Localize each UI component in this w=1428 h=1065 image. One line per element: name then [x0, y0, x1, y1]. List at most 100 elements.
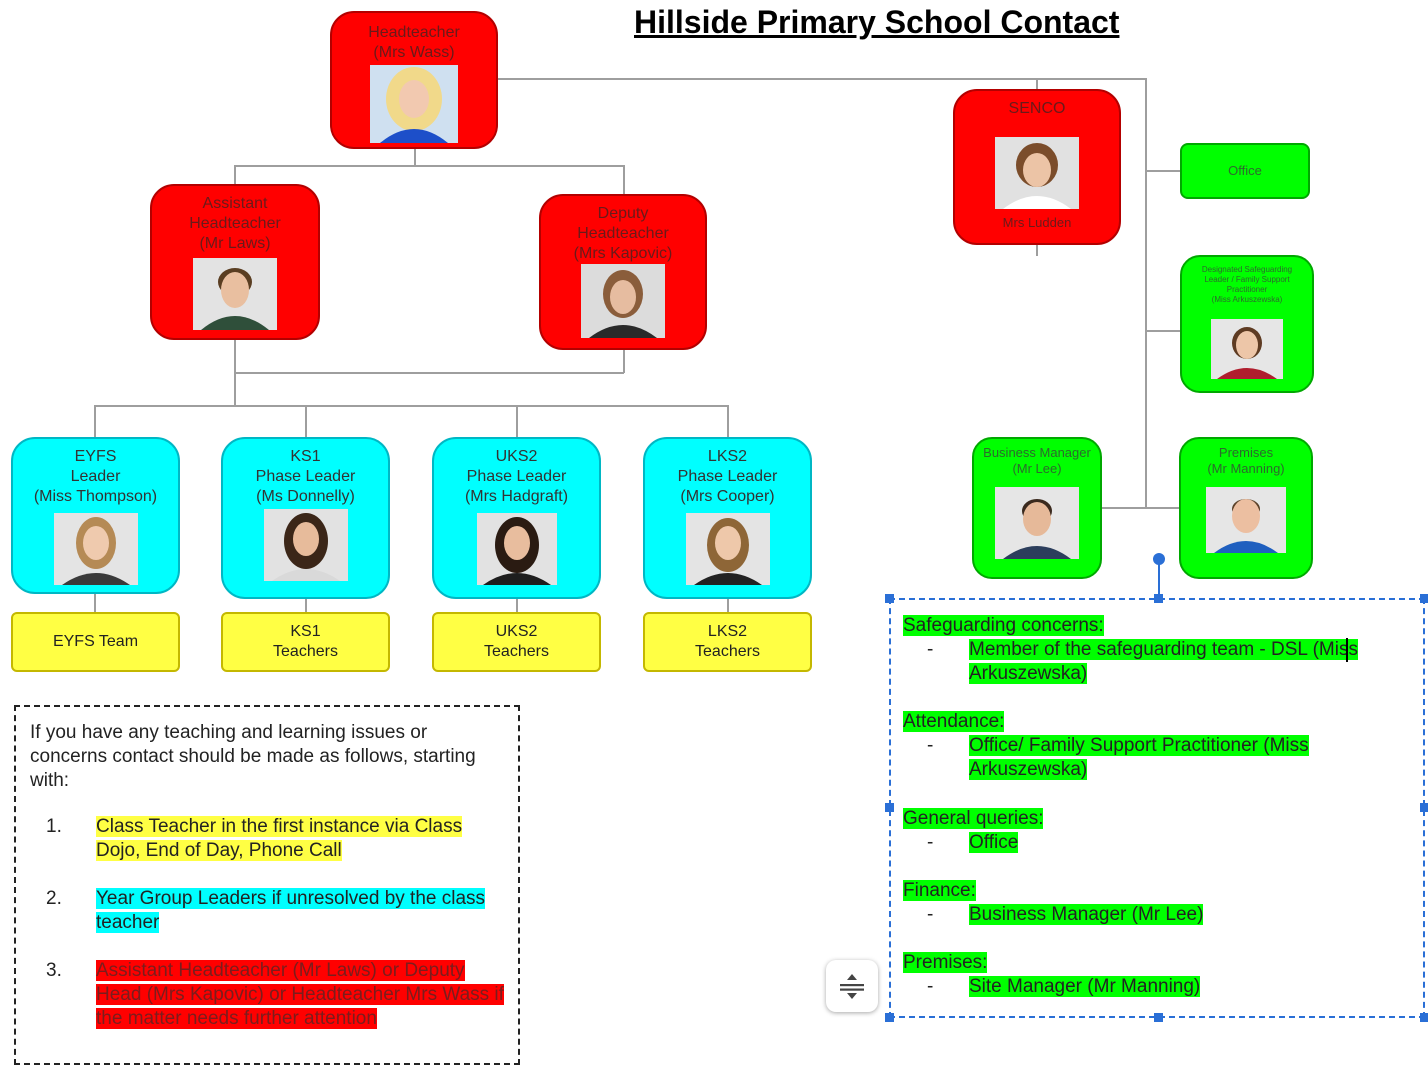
eyfs-leader-node[interactable]: EYFS Leader (Miss Thompson) — [11, 437, 180, 594]
node-label: UKS2 Teachers — [484, 623, 549, 660]
lks2-teachers-node[interactable]: LKS2 Teachers — [643, 612, 812, 672]
uks2-leader-node[interactable]: UKS2 Phase Leader (Mrs Hadgraft) — [432, 437, 601, 599]
step-number: 3. — [46, 960, 62, 981]
bullet-dash: - — [927, 832, 934, 853]
node-label: EYFS Team — [52, 633, 139, 650]
text-cursor — [1346, 638, 1348, 662]
node-label: LKS2 Phase Leader (Mrs Cooper) — [677, 448, 778, 505]
node-label: Headteacher (Mrs Wass) — [368, 24, 460, 61]
contact-heading: Safeguarding concerns: — [903, 615, 1104, 636]
portrait-photo — [476, 513, 557, 585]
contact-heading: General queries: — [903, 808, 1044, 829]
contact-text: Business Manager (Mr Lee) — [969, 904, 1204, 925]
bullet-dash: - — [927, 976, 934, 997]
connector — [497, 78, 1146, 80]
escalation-step: 1. Class Teacher in the first instance v… — [30, 815, 504, 863]
assistant-headteacher-node[interactable]: Assistant Headteacher (Mr Laws) — [150, 184, 320, 340]
bullet-dash: - — [927, 735, 934, 756]
step-number: 2. — [46, 888, 62, 909]
contact-item: - Office — [903, 831, 1399, 855]
portrait-photo — [370, 65, 458, 143]
contact-text: Office/ Family Support Practitioner (Mis… — [969, 735, 1309, 780]
contact-item: - Site Manager (Mr Manning) — [903, 975, 1399, 999]
contact-heading: Premises: — [903, 952, 988, 973]
uks2-teachers-node[interactable]: UKS2 Teachers — [432, 612, 601, 672]
contact-heading: Attendance: — [903, 711, 1005, 732]
connector — [516, 405, 518, 437]
office-node[interactable]: Office — [1180, 143, 1310, 199]
node-label: Designated Safeguarding Leader / Family … — [1201, 265, 1293, 304]
connector — [516, 598, 518, 613]
connector — [234, 165, 624, 167]
resize-handle-n[interactable] — [1154, 594, 1163, 603]
vertical-align-icon — [840, 974, 864, 999]
escalation-step: 2. Year Group Leaders if unresolved by t… — [30, 887, 504, 935]
connector — [1145, 330, 1181, 332]
ks1-teachers-node[interactable]: KS1 Teachers — [221, 612, 390, 672]
note-intro: If you have any teaching and learning is… — [30, 722, 476, 791]
senco-node[interactable]: SENCO Mrs Ludden — [953, 89, 1121, 245]
resize-handle-sw[interactable] — [885, 1013, 894, 1022]
contact-text: Site Manager (Mr Manning) — [969, 976, 1201, 997]
rotate-handle[interactable] — [1153, 553, 1165, 565]
resize-handle-w[interactable] — [885, 803, 894, 812]
contact-section: Finance: - Business Manager (Mr Lee) — [903, 879, 1399, 927]
headteacher-node[interactable]: Headteacher (Mrs Wass) — [330, 11, 498, 149]
resize-handle-s[interactable] — [1154, 1013, 1163, 1022]
node-label: EYFS Leader (Miss Thompson) — [33, 448, 158, 505]
connector — [414, 148, 416, 166]
escalation-step: 3. Assistant Headteacher (Mr Laws) or De… — [30, 959, 504, 1031]
connector — [94, 405, 728, 407]
vertical-align-button[interactable] — [826, 960, 878, 1012]
connector — [1145, 78, 1147, 509]
step-number: 1. — [46, 816, 62, 837]
portrait-photo — [581, 264, 665, 338]
node-label: KS1 Teachers — [273, 623, 338, 660]
contact-item: - Member of the safeguarding team - DSL … — [903, 638, 1399, 686]
portrait-photo — [263, 509, 348, 581]
portrait-photo — [53, 513, 138, 585]
node-label: KS1 Phase Leader (Ms Donnelly) — [255, 448, 356, 505]
eyfs-team-node[interactable]: EYFS Team — [11, 612, 180, 672]
resize-handle-nw[interactable] — [885, 594, 894, 603]
premises-node[interactable]: Premises (Mr Manning) — [1179, 437, 1313, 579]
ks1-leader-node[interactable]: KS1 Phase Leader (Ms Donnelly) — [221, 437, 390, 599]
connector — [1036, 78, 1038, 90]
node-label: Business Manager (Mr Lee) — [983, 445, 1091, 476]
connector — [727, 598, 729, 613]
contact-section: Premises: - Site Manager (Mr Manning) — [903, 951, 1399, 999]
connector — [234, 165, 236, 185]
connector — [1036, 244, 1038, 256]
resize-handle-ne[interactable] — [1420, 594, 1428, 603]
bullet-dash: - — [927, 639, 934, 660]
business-manager-node[interactable]: Business Manager (Mr Lee) — [972, 437, 1102, 579]
bullet-dash: - — [927, 904, 934, 925]
portrait-photo — [1206, 487, 1286, 553]
portrait-photo — [685, 513, 770, 585]
connector — [94, 405, 96, 437]
page-title: Hillside Primary School Contact — [634, 4, 1120, 40]
lks2-leader-node[interactable]: LKS2 Phase Leader (Mrs Cooper) — [643, 437, 812, 599]
node-name: Mrs Ludden — [1002, 215, 1072, 230]
node-label: Premises (Mr Manning) — [1207, 445, 1285, 476]
resize-handle-e[interactable] — [1420, 803, 1428, 812]
contact-item: - Office/ Family Support Practitioner (M… — [903, 734, 1399, 782]
connector — [94, 593, 96, 613]
deputy-headteacher-node[interactable]: Deputy Headteacher (Mrs Kapovic) — [539, 194, 707, 350]
dsl-node[interactable]: Designated Safeguarding Leader / Family … — [1180, 255, 1314, 393]
connector — [234, 372, 624, 374]
contact-text: Office — [969, 832, 1019, 853]
resize-handle-se[interactable] — [1420, 1013, 1428, 1022]
contact-heading: Finance: — [903, 880, 976, 901]
contact-section: Attendance: - Office/ Family Support Pra… — [903, 710, 1399, 782]
contact-section: Safeguarding concerns: - Member of the s… — [903, 614, 1399, 686]
portrait-photo — [995, 487, 1079, 559]
connector — [1101, 507, 1181, 509]
escalation-note[interactable]: If you have any teaching and learning is… — [14, 705, 520, 1065]
rotate-handle-stem — [1158, 564, 1160, 598]
step-text: Class Teacher in the first instance via … — [96, 816, 463, 861]
step-text: Assistant Headteacher (Mr Laws) or Deput… — [96, 960, 504, 1029]
node-label: LKS2 Teachers — [695, 623, 760, 660]
portrait-photo — [193, 258, 277, 330]
connector — [623, 349, 625, 373]
